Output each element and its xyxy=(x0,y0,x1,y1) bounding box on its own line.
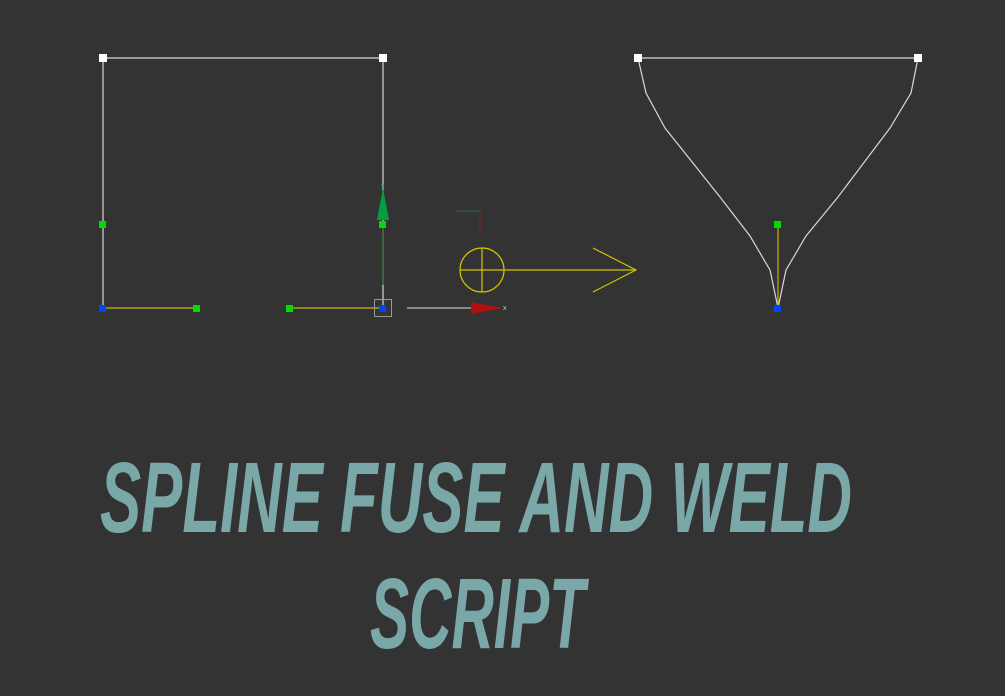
tangent-handle[interactable] xyxy=(774,221,781,228)
welded-vertex[interactable] xyxy=(774,305,781,312)
selected-vertex[interactable] xyxy=(379,305,386,312)
move-gizmo[interactable]: y x xyxy=(374,184,508,317)
arrow-right-icon xyxy=(504,247,638,293)
corner-vertex[interactable] xyxy=(914,54,922,62)
gizmo-x-label: x xyxy=(503,305,507,312)
title-line-1: SPLINE FUSE AND WELD xyxy=(100,442,852,554)
spline-after[interactable] xyxy=(634,54,922,312)
title-line-2: SCRIPT xyxy=(370,558,590,670)
gizmo-y-label: y xyxy=(381,184,384,190)
corner-vertex[interactable] xyxy=(379,54,387,62)
spline-segment xyxy=(637,57,919,309)
spline-segment xyxy=(102,57,384,308)
selected-vertex[interactable] xyxy=(99,305,106,312)
tangent-handle[interactable] xyxy=(286,305,293,312)
pivot-icon xyxy=(456,210,505,293)
corner-vertex[interactable] xyxy=(99,54,107,62)
spline-before[interactable] xyxy=(99,54,387,312)
gizmo-x-arrow[interactable] xyxy=(471,302,503,314)
corner-vertex[interactable] xyxy=(634,54,642,62)
tangent-handle[interactable] xyxy=(99,221,106,228)
tangent-handle[interactable] xyxy=(193,305,200,312)
tangent-handle[interactable] xyxy=(379,221,386,228)
gizmo-y-arrow[interactable] xyxy=(377,188,389,220)
gizmo-plane-handle[interactable] xyxy=(374,299,392,317)
